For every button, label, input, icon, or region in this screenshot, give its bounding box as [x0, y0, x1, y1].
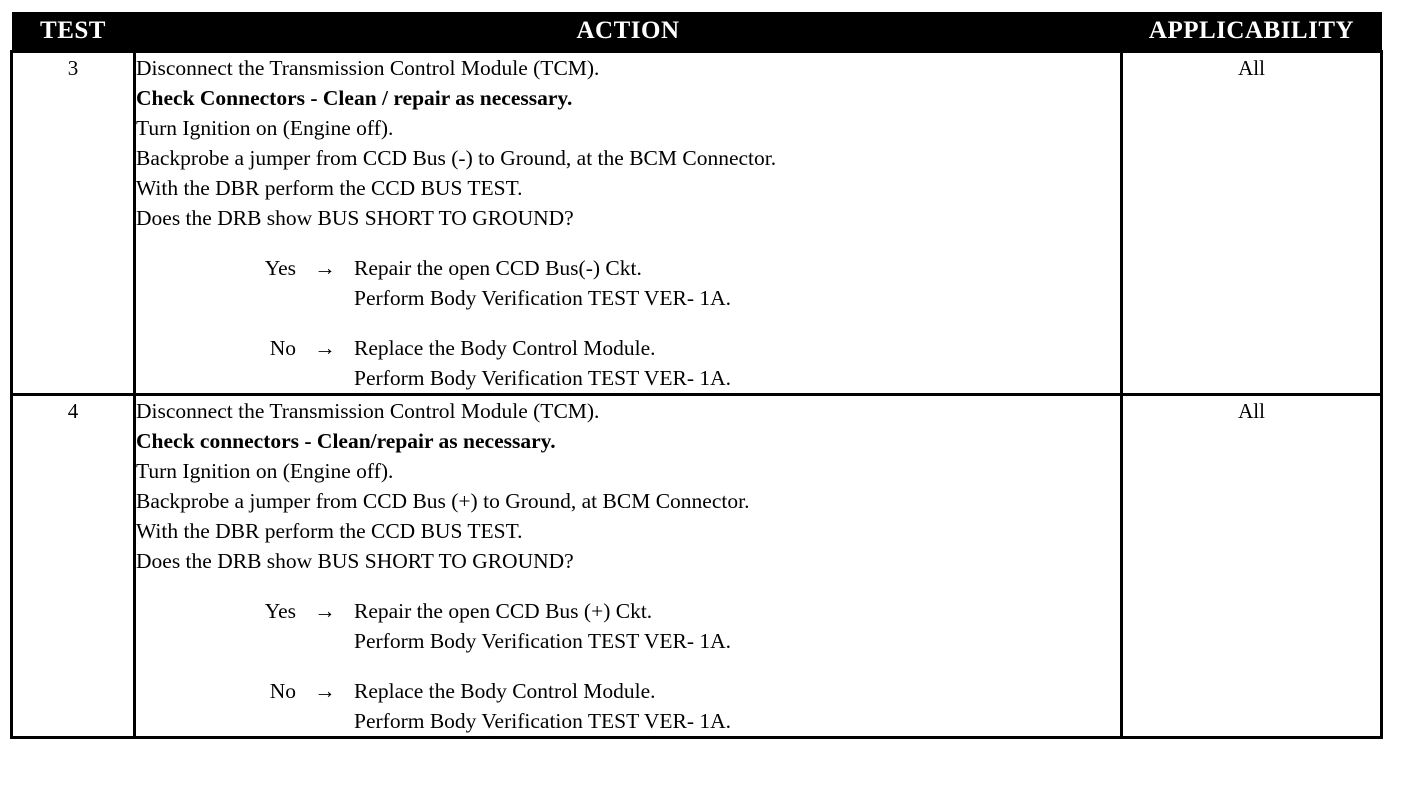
action-line: Backprobe a jumper from CCD Bus (+) to G… [136, 489, 750, 513]
branch-text-line: Perform Body Verification TEST VER- 1A. [354, 366, 732, 390]
applicability-cell: All [1120, 393, 1383, 739]
branch-group: Yes → Repair the open CCD Bus (+) Ckt. P… [136, 596, 1120, 736]
arrow-right-icon: → [314, 256, 336, 280]
action-cell: Disconnect the Transmission Control Modu… [133, 50, 1123, 396]
action-line: Turn Ignition on (Engine off). [136, 459, 394, 483]
action-line: Disconnect the Transmission Control Modu… [136, 399, 600, 423]
branch-no: No → Replace the Body Control Module. Pe… [136, 333, 1120, 393]
arrow-right-icon: → [314, 336, 336, 360]
branch-text-line: Perform Body Verification TEST VER- 1A. [354, 286, 732, 310]
arrow-right-icon: → [314, 679, 336, 703]
table-row: 3 Disconnect the Transmission Control Mo… [10, 50, 1383, 396]
table-body: 3 Disconnect the Transmission Control Mo… [10, 50, 1383, 739]
branch-text-line: Repair the open CCD Bus(-) Ckt. [354, 256, 642, 280]
branch-text-line: Perform Body Verification TEST VER- 1A. [354, 629, 732, 653]
action-cell: Disconnect the Transmission Control Modu… [133, 393, 1123, 739]
action-line: Disconnect the Transmission Control Modu… [136, 56, 600, 80]
branch-yes-text: Repair the open CCD Bus (+) Ckt. Perform… [354, 596, 1120, 656]
branch-yes: Yes → Repair the open CCD Bus (+) Ckt. P… [136, 596, 1120, 656]
branch-yes: Yes → Repair the open CCD Bus(-) Ckt. Pe… [136, 253, 1120, 313]
diagnostic-procedure-table: TEST ACTION APPLICABILITY 3 Disconnect t… [10, 12, 1383, 739]
test-number-cell: 4 [10, 393, 136, 739]
branch-label-no: No [269, 336, 296, 360]
action-line: Does the DRB show BUS SHORT TO GROUND? [136, 549, 574, 573]
branch-text-line: Replace the Body Control Module. [354, 336, 656, 360]
action-line: Backprobe a jumper from CCD Bus (-) to G… [136, 146, 777, 170]
action-line-bold: Check connectors - Clean/repair as neces… [136, 429, 556, 453]
branch-label-yes: Yes [264, 599, 296, 623]
branch-text-line: Perform Body Verification TEST VER- 1A. [354, 709, 732, 733]
branch-label-yes: Yes [264, 256, 296, 280]
arrow-right-icon: → [314, 599, 336, 623]
branch-group: Yes → Repair the open CCD Bus(-) Ckt. Pe… [136, 253, 1120, 393]
branch-text-line: Repair the open CCD Bus (+) Ckt. [354, 599, 653, 623]
action-line: Does the DRB show BUS SHORT TO GROUND? [136, 206, 574, 230]
action-line-bold: Check Connectors - Clean / repair as nec… [136, 86, 573, 110]
table-header: TEST ACTION APPLICABILITY [11, 12, 1382, 52]
branch-yes-text: Repair the open CCD Bus(-) Ckt. Perform … [354, 253, 1120, 313]
column-header-test: TEST [11, 12, 135, 52]
test-number-cell: 3 [10, 50, 136, 396]
applicability-cell: All [1120, 50, 1383, 396]
action-line: With the DBR perform the CCD BUS TEST. [136, 519, 523, 543]
branch-no-text: Replace the Body Control Module. Perform… [354, 676, 1120, 736]
action-line: Turn Ignition on (Engine off). [136, 116, 394, 140]
column-header-action: ACTION [134, 12, 1122, 52]
table-header-row: TEST ACTION APPLICABILITY [11, 12, 1382, 52]
column-header-applicability: APPLICABILITY [1121, 12, 1382, 52]
branch-text-line: Replace the Body Control Module. [354, 679, 656, 703]
branch-no: No → Replace the Body Control Module. Pe… [136, 676, 1120, 736]
table-row: 4 Disconnect the Transmission Control Mo… [10, 393, 1383, 739]
action-line: With the DBR perform the CCD BUS TEST. [136, 176, 523, 200]
branch-no-text: Replace the Body Control Module. Perform… [354, 333, 1120, 393]
branch-label-no: No [269, 679, 296, 703]
